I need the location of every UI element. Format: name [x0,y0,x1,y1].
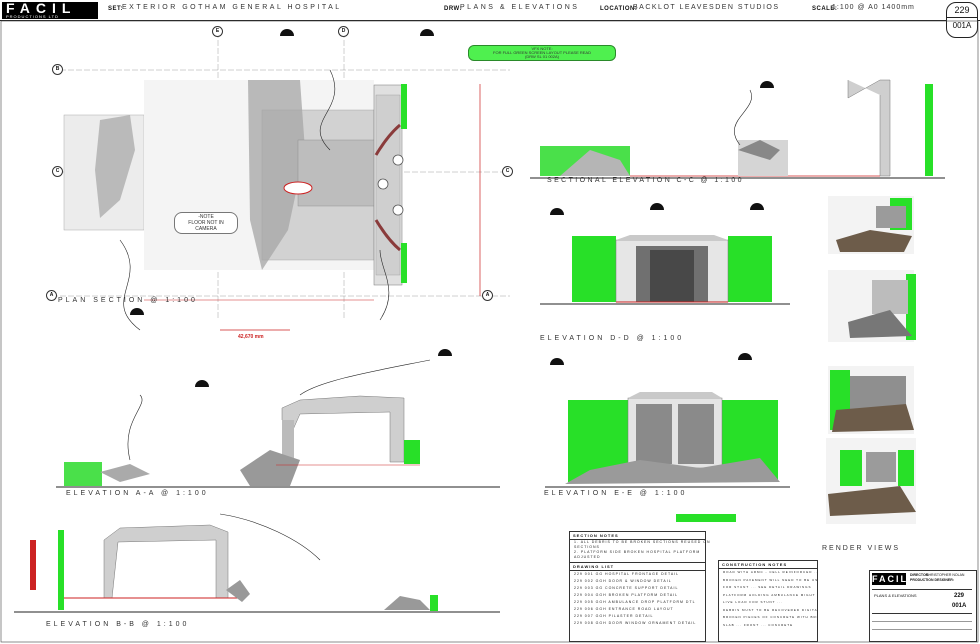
drw-value: PLANS & ELEVATIONS [460,4,580,11]
sheet-badge: 229 001A [946,2,978,38]
scale-label: SCALE: [812,6,838,12]
construction-note-row: PLATFORM HOLDING AMBULANCE MIGHT TO BEAR [723,592,817,597]
drawing-list-title: DRAWING LIST [570,563,705,571]
designer-label: PRODUCTION DESIGNER: [910,578,954,582]
construction-note-row: LIVE LOAD FOR STUNT ... [723,600,783,604]
elevation-ee [545,353,790,522]
grid-label-a-right: A [482,290,493,301]
grid-label-c-right: C [502,166,513,177]
title-elevation-bb: ELEVATION B-B @ 1:100 [46,621,190,628]
section-notes-title: SECTION NOTES [570,532,705,540]
plan-dimension: 42,670 mm [238,334,264,340]
logo-subtext: PRODUCTIONS LTD [6,14,59,19]
title-block-sheet: 229 [954,593,965,599]
drawing-list-item: 229 008 GGH DOOR WINDOW ORNAMENT DETAIL [574,621,697,625]
vfx-green-note: VFX NOTE: FOR FULL GREEN SCREEN LAYOUT P… [468,45,616,61]
grid-label-a: A [46,290,57,301]
drawing-list-item: 229 004 GGH BROKEN PLATFORM DETAIL [574,593,679,597]
section-notes-row: 2. PLATFORM SIDE BROKEN HOSPITAL PLATFOR… [574,550,701,554]
construction-note-row: SLAB ... FRONT ... CONCRETE [723,622,794,627]
title-plan-section: PLAN SECTION @ 1:100 [58,297,198,304]
render-views [826,196,916,524]
construction-note-row: ROAD WITH ARMC - CELL REINFORCED ... [723,570,818,574]
construction-note-row: DEBRIS MUST TO BE RECOVERED DIGITALLY DR… [723,607,818,612]
drawing-list-panel: DRAWING LIST 229 001 GG HOSPITAL FRONTAG… [569,562,706,642]
title-elevation-ee: ELEVATION E-E @ 1:100 [544,490,688,497]
grid-label-b: B [52,64,63,75]
title-block-divider [872,589,972,590]
title-elevation-aa: ELEVATION A-A @ 1:100 [66,490,209,497]
construction-note-row: BROKEN PIECES OF CONCRETE WITH BROKEN [723,615,817,619]
drawing-list-item: 229 007 GGH PILASTER DETAIL [574,614,654,618]
title-block: FACIL DIRECTOR: CHRISTOPHER NOLAN PRODUC… [869,570,977,642]
grid-label-c: C [52,166,63,177]
revision-number: 001A [952,21,972,30]
set-label: SET: [108,6,124,12]
construction-notes-panel: CONSTRUCTION NOTES ROAD WITH ARMC - CELL… [718,560,818,642]
construction-note-row: BROKEN PAVEMENT WILL NEED TO BE USED IN … [723,577,818,582]
drawing-list-item: 229 003 GG CONCRETE SUPPORT DETAIL [574,586,679,590]
floor-note: -NOTE FLOOR NOT IN CAMERA [174,212,238,234]
drawing-list-item: 229 006 GGH ENTRANCE ROAD LAYOUT [574,607,674,611]
logo-text: FACIL [6,0,77,16]
title-block-rev: 001A [952,603,967,609]
elevation-dd [540,203,790,305]
section-notes-panel: SECTION NOTES 1. ALL DEBRIS TO BE BROKEN… [569,531,711,563]
title-block-divider [872,621,972,622]
sheet-number: 229 [947,3,977,18]
title-block-logo: FACIL [872,573,908,585]
director-name: CHRISTOPHER NOLAN [926,573,965,577]
facil-logo: FACIL PRODUCTIONS LTD [2,0,98,19]
drw-label: DRW: [444,6,463,12]
section-notes-row: SECTIONS [574,545,600,549]
elevation-aa [56,349,500,488]
title-render-views: RENDER VIEWS [822,545,901,552]
title-block-divider [872,613,972,614]
title-elevation-cc: SECTIONAL ELEVATION C-C @ 1:100 [547,177,744,184]
title-elevation-dd: ELEVATION D-D @ 1:100 [540,335,685,342]
title-block-drw: PLANS & ELEVATIONS [874,593,917,598]
construction-notes-title: CONSTRUCTION NOTES [719,561,817,569]
drawing-list-item: 229 002 GGH DOOR & WINDOW DETAIL [574,579,672,583]
drawing-list-item: 229 005 GGH AMBULANCE DROP PLATFORM DTL [574,600,696,604]
construction-note-row: FOR STUNT ... SEE DETAIL DRAWINGS [723,585,812,589]
section-notes-row: ADJUSTED [574,555,601,559]
director-label: DIRECTOR: [910,573,930,577]
drawing-list-item: 229 001 GG HOSPITAL FRONTAGE DETAIL [574,572,680,576]
grid-label-d: D [338,26,349,37]
title-block-divider [872,629,972,630]
location-value: BACKLOT LEAVESDEN STUDIOS [633,4,780,11]
location-label: LOCATION: [600,6,638,12]
grid-label-e: E [212,26,223,37]
elevation-cc [530,79,945,179]
plan-section [52,29,510,331]
title-strip: FACIL PRODUCTIONS LTD SET: EXTERIOR GOTH… [0,0,980,21]
elevation-bb [14,513,500,613]
section-notes-row: 1. ALL DEBRIS TO BE BROKEN SECTIONS REUS… [574,540,711,544]
set-value: EXTERIOR GOTHAM GENERAL HOSPITAL [122,4,342,11]
scale-value: 1:100 @ A0 1400mm [832,4,915,11]
